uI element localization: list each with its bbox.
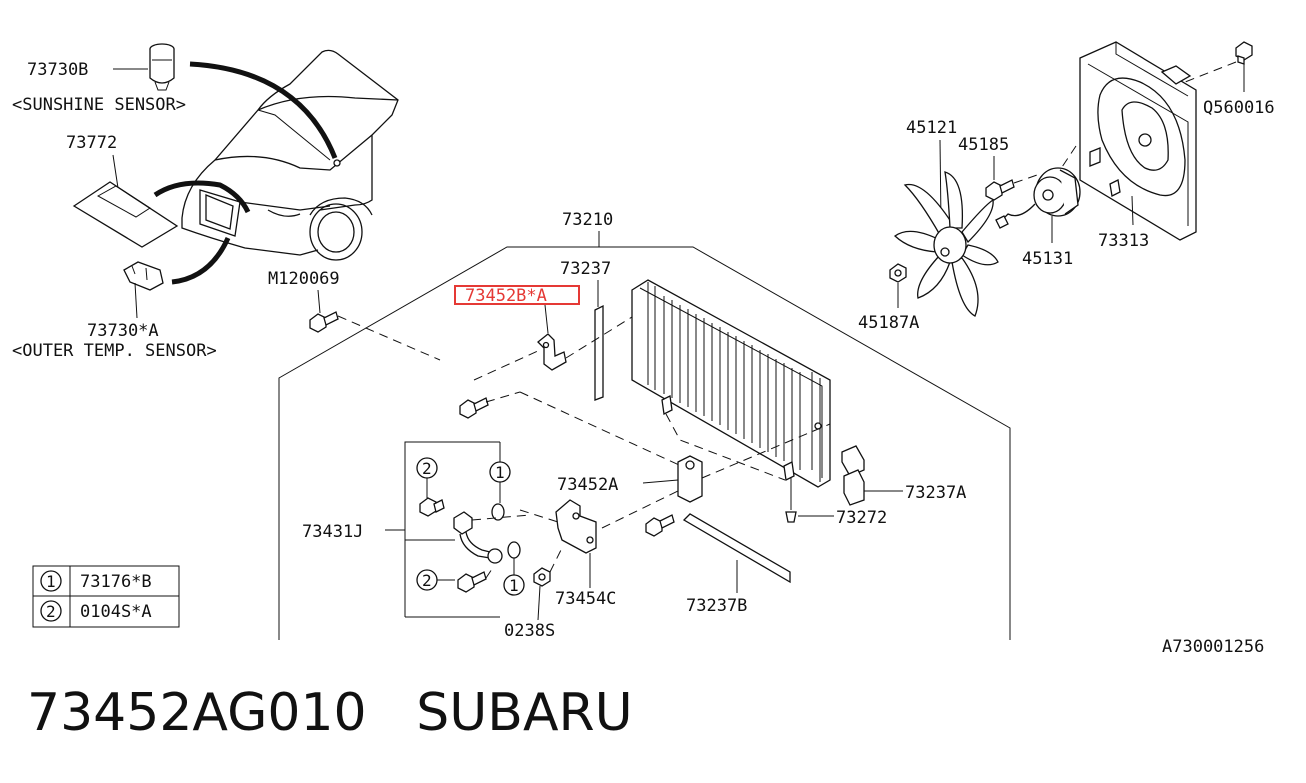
bracket-73454c <box>555 499 597 554</box>
bolt-q560016 <box>1235 41 1253 65</box>
pad-73772 <box>72 181 179 248</box>
sunshine-sensor-part <box>149 43 175 91</box>
reference-code: A730001256 <box>1162 637 1264 657</box>
legend-table: 1 73176*B 2 0104S*A <box>32 565 180 628</box>
legend-key-2: 2 <box>46 602 56 621</box>
condenser-73210 <box>631 279 831 488</box>
pads-73237a <box>841 445 865 506</box>
label-73452b-highlighted: 73452B*A <box>465 286 547 306</box>
car-illustration <box>181 49 399 261</box>
bracket-73452a <box>677 455 703 503</box>
footer-caption: 73452AG010 SUBARU <box>27 683 633 743</box>
footer-part-number: 73452AG010 <box>27 683 367 743</box>
label-73272: 73272 <box>836 508 887 528</box>
bolt-45185 <box>985 179 1015 201</box>
label-45187a: 45187A <box>858 313 919 333</box>
label-sunshine-sensor: <SUNSHINE SENSOR> <box>12 95 186 115</box>
label-73772: 73772 <box>66 133 117 153</box>
grommet-73272 <box>785 478 797 523</box>
outer-temp-leader-upper <box>153 180 251 214</box>
outer-temp-sensor-part <box>123 261 164 291</box>
label-73313: 73313 <box>1098 231 1149 251</box>
pipe-73431j <box>419 497 531 593</box>
callout-2-top: 2 <box>422 459 432 478</box>
label-73431j: 73431J <box>302 522 363 542</box>
callout-1-top: 1 <box>495 463 505 482</box>
shroud-73313 <box>1079 41 1197 241</box>
label-73730a: 73730*A <box>87 321 159 341</box>
label-45121: 45121 <box>906 118 957 138</box>
label-73237a: 73237A <box>905 483 966 503</box>
label-m120069: M120069 <box>268 269 340 289</box>
label-73237b: 73237B <box>686 596 747 616</box>
label-45185: 45185 <box>958 135 1009 155</box>
bracket-73452b <box>537 333 567 371</box>
legend-part-2: 0104S*A <box>80 602 152 622</box>
highlight-box-73452b <box>454 285 580 305</box>
sunshine-leader <box>189 61 338 159</box>
outer-temp-leader-lower <box>171 236 231 285</box>
label-q560016: Q560016 <box>1203 98 1275 118</box>
footer-brand: SUBARU <box>416 683 633 743</box>
callout-1-bottom: 1 <box>509 576 519 595</box>
bolt-condenser-left <box>459 397 489 419</box>
label-73210: 73210 <box>562 210 613 230</box>
label-73452a: 73452A <box>557 475 618 495</box>
nut-0238s <box>533 567 551 587</box>
group-bracket-73431j <box>404 441 500 617</box>
group-bracket-73210 <box>278 246 1011 640</box>
label-73237: 73237 <box>560 259 611 279</box>
label-73730b: 73730B <box>27 60 88 80</box>
bolt-m120069 <box>309 311 339 333</box>
motor-45131 <box>995 167 1081 229</box>
strip-73237 <box>594 304 604 401</box>
legend-part-1: 73176*B <box>80 572 152 592</box>
label-outer-temp-sensor: <OUTER TEMP. SENSOR> <box>12 341 217 361</box>
callout-2-bottom: 2 <box>422 571 432 590</box>
bolt-center <box>645 514 675 537</box>
label-73454c: 73454C <box>555 589 616 609</box>
fan-45121 <box>893 171 999 317</box>
label-45131: 45131 <box>1022 249 1073 269</box>
label-0238s: 0238S <box>504 621 555 641</box>
legend-key-1: 1 <box>46 572 56 591</box>
strip-73237b <box>682 513 791 584</box>
nut-45187a <box>889 263 907 283</box>
